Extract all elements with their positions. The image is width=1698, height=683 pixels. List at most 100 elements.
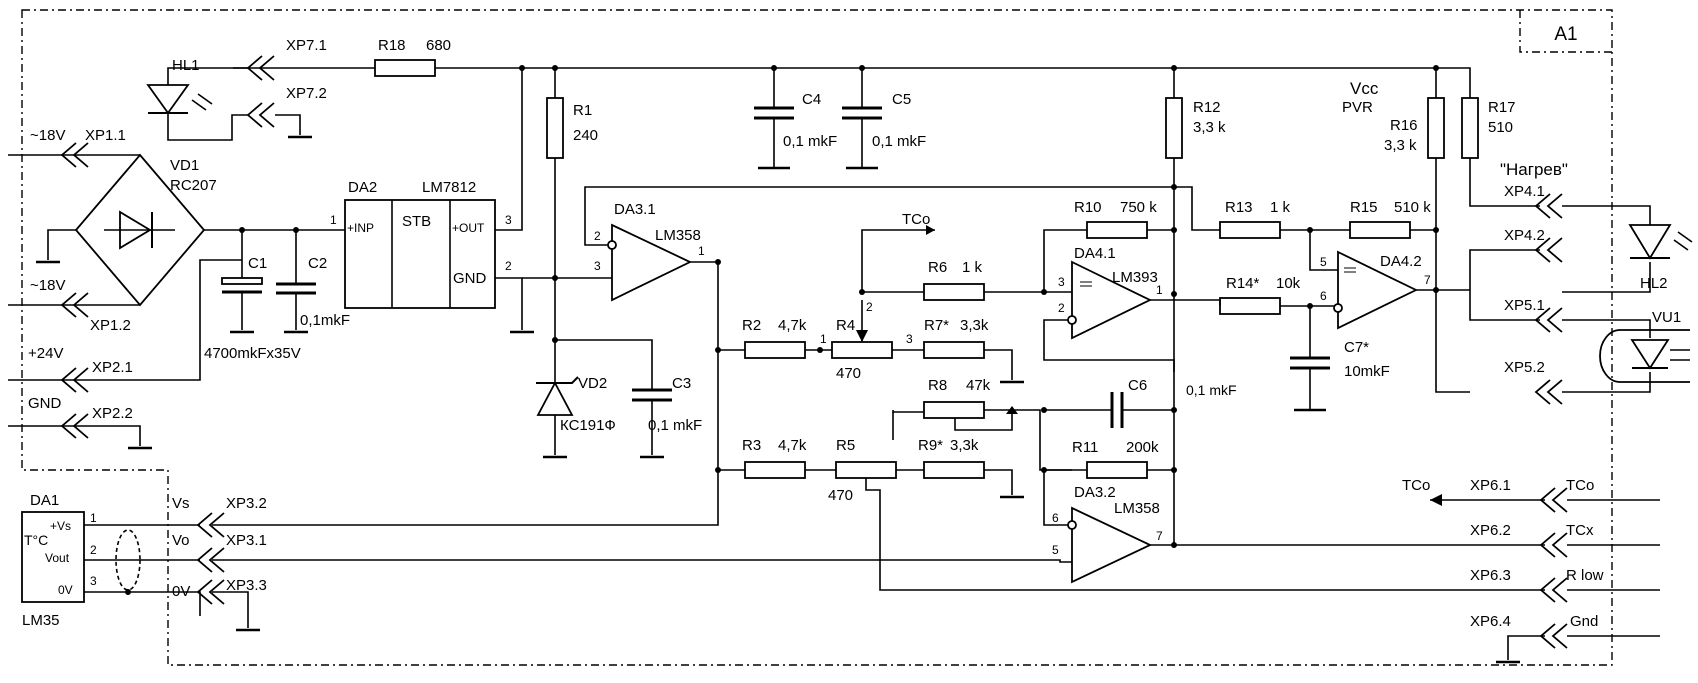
da3-1-ref: DA3.1 <box>614 201 656 218</box>
r6-ref: R6 <box>928 259 947 276</box>
r10-value: 750 k <box>1120 199 1157 216</box>
r17-value: 510 <box>1488 119 1513 136</box>
r8-value: 47k <box>966 377 991 394</box>
c5-value: 0,1 mkF <box>872 133 926 150</box>
net-24v: +24V <box>28 345 63 362</box>
r18-ref: R18 <box>378 37 406 54</box>
da3-1-part: LM358 <box>655 227 701 244</box>
c1-value: 4700mkFx35V <box>204 345 301 362</box>
net-vcc: Vcc <box>1350 79 1379 98</box>
bridge-rectifier-vd1: VD1 RC207 <box>74 153 217 307</box>
resistor-r3 <box>744 461 806 479</box>
xp6-1-label: XP6.1 <box>1470 477 1511 494</box>
da3-2-pin6: 6 <box>1052 511 1059 525</box>
net-vs: Vs <box>172 495 190 512</box>
comparator-da4-1: DA4.1 LM393 <box>1067 245 1158 340</box>
resistor-r15 <box>1349 221 1411 239</box>
vd2-part: КС191Ф <box>560 417 616 434</box>
resistor-r13 <box>1219 221 1281 239</box>
potentiometer-r5 <box>835 461 897 479</box>
resistor-r11 <box>1086 461 1148 479</box>
da1-vout: Vout <box>45 551 70 565</box>
xp6-2-label: XP6.2 <box>1470 522 1511 539</box>
xp4-2-label: XP4.2 <box>1504 227 1545 244</box>
vd2-ref: VD2 <box>578 375 607 392</box>
r8-ref: R8 <box>928 377 947 394</box>
xp1-2-label: XP1.2 <box>90 317 131 334</box>
da2-gnd: GND <box>453 270 487 287</box>
net-tco-top: TCo <box>902 211 930 228</box>
r12-ref: R12 <box>1193 99 1221 116</box>
xp2-2-label: XP2.2 <box>92 405 133 422</box>
r2-value: 4,7k <box>778 317 807 334</box>
da4-2-pin6: 6 <box>1320 289 1327 303</box>
capacitor-c5: C5 0,1 mkF <box>842 68 926 170</box>
xp4-1-label: XP4.1 <box>1504 183 1545 200</box>
resistor-r9 <box>923 461 985 479</box>
vd1-ref: VD1 <box>170 157 199 174</box>
da1-pin2: 2 <box>90 543 97 557</box>
da1-pin1: 1 <box>90 511 97 525</box>
resistor-r16 <box>1427 97 1445 159</box>
r4-pin2: 2 <box>866 300 873 314</box>
c6-ref: C6 <box>1128 377 1147 394</box>
resistor-r7 <box>923 341 985 359</box>
da2-pin1: 1 <box>330 213 337 227</box>
da3-2-part: LM358 <box>1114 500 1160 517</box>
da3-1-pin2: 2 <box>594 229 601 243</box>
da3-1-pin1: 1 <box>698 244 705 258</box>
da4-1-pin2: 2 <box>1058 301 1065 315</box>
r16-value: 3,3 k <box>1384 137 1417 154</box>
da2-inp: +INP <box>347 221 374 235</box>
hl2-ref: HL2 <box>1640 275 1668 292</box>
da2-ref: DA2 <box>348 179 377 196</box>
opamp-da3-2: DA3.2 LM358 <box>1067 484 1160 584</box>
net-rlow: R low <box>1566 567 1604 584</box>
c7-ref: C7* <box>1344 339 1369 356</box>
resistor-r12 <box>1165 97 1183 159</box>
da2-pin3: 3 <box>505 213 512 227</box>
sensor-da1: DA1 T°C +Vs Vout 0V LM35 <box>21 492 85 629</box>
net-vo: Vo <box>172 532 190 549</box>
resistor-r6 <box>923 283 985 301</box>
r6-value: 1 k <box>962 259 983 276</box>
net-ac-1: ~18V <box>30 127 65 144</box>
potentiometer-r4 <box>831 341 893 359</box>
vd1-part: RC207 <box>170 177 217 194</box>
r18-value: 680 <box>426 37 451 54</box>
c3-value: 0,1 mkF <box>648 417 702 434</box>
da1-part: LM35 <box>22 612 60 629</box>
zener-vd2: VD2 КС191Ф <box>536 375 616 434</box>
led-hl1: HL1 <box>146 57 213 115</box>
xp6-3-label: XP6.3 <box>1470 567 1511 584</box>
regulator-da2: +INP STB +OUT GND DA2 LM7812 <box>344 179 496 309</box>
c5-ref: C5 <box>892 91 911 108</box>
c7-value: 10mkF <box>1344 363 1390 380</box>
resistor-r14 <box>1219 297 1281 315</box>
r5-value: 470 <box>828 487 853 504</box>
da4-2-ref: DA4.2 <box>1380 253 1422 270</box>
c3-ref: C3 <box>672 375 691 392</box>
r9-value: 3,3k <box>950 437 979 454</box>
da1-vs: +Vs <box>50 519 71 533</box>
led-hl2: HL2 <box>1628 224 1693 292</box>
connector-xp5-2[interactable] <box>1535 379 1563 405</box>
r2-ref: R2 <box>742 317 761 334</box>
c4-ref: C4 <box>802 91 821 108</box>
net-tco-right: TCo <box>1566 477 1594 494</box>
xp3-2-label: XP3.2 <box>226 495 267 512</box>
hl1-ref: HL1 <box>172 57 200 74</box>
r1-value: 240 <box>573 127 598 144</box>
r7-value: 3,3k <box>960 317 989 334</box>
xp5-2-label: XP5.2 <box>1504 359 1545 376</box>
da3-2-pin7: 7 <box>1156 529 1163 543</box>
resistor-r17 <box>1461 97 1479 159</box>
da2-out: +OUT <box>452 221 485 235</box>
xp5-1-label: XP5.1 <box>1504 297 1545 314</box>
da4-1-part: LM393 <box>1112 269 1158 286</box>
r11-ref: R11 <box>1072 439 1098 456</box>
net-tcx: TCx <box>1566 522 1594 539</box>
da4-1-pin1: 1 <box>1156 283 1163 297</box>
r17-ref: R17 <box>1488 99 1516 116</box>
connector-xp7-2[interactable] <box>247 102 275 128</box>
